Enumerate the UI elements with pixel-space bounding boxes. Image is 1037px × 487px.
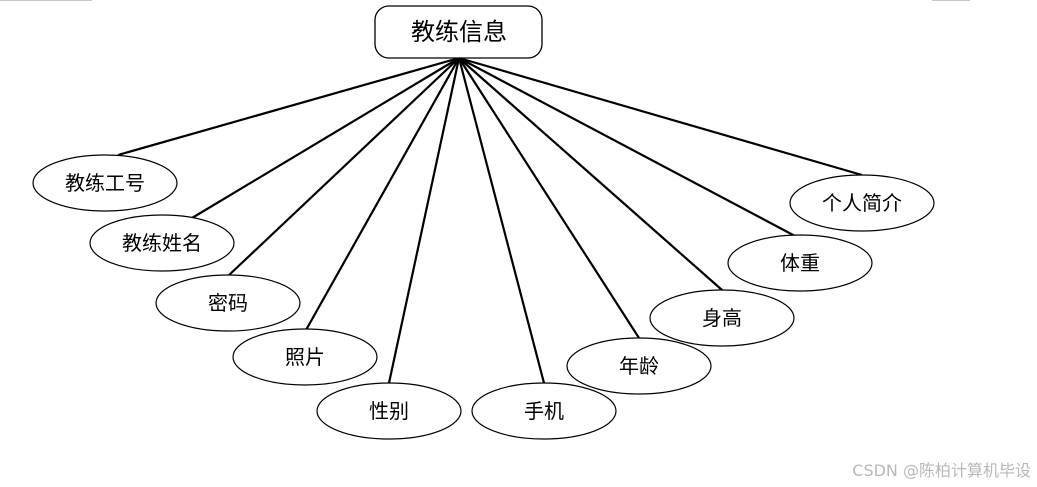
attribute-label: 照片	[285, 345, 325, 369]
attribute-label: 密码	[208, 291, 248, 315]
watermark: CSDN @陈柏计算机毕设	[852, 461, 1031, 480]
attribute-ellipse	[649, 289, 795, 347]
attribute-ellipse	[232, 328, 378, 386]
attribute-ellipse	[316, 382, 462, 440]
attribute-node: 密码	[155, 274, 301, 332]
attribute-node: 身高	[649, 289, 795, 347]
top-right-corner-mark	[932, 0, 970, 1]
attribute-label: 身高	[702, 306, 742, 330]
connector-line	[458, 56, 863, 177]
connector-line	[387, 57, 461, 384]
attribute-ellipse	[727, 234, 873, 292]
attribute-label: 教练工号	[65, 171, 145, 195]
connector-line	[191, 57, 460, 219]
attribute-ellipse	[566, 337, 712, 395]
attribute-label: 体重	[780, 251, 820, 275]
attribute-ellipse	[789, 174, 935, 232]
attribute-node: 个人简介	[789, 174, 935, 232]
attribute-node: 照片	[232, 328, 378, 386]
connector-lines	[117, 56, 863, 384]
connector-line	[457, 57, 546, 384]
attribute-ellipse	[471, 382, 617, 440]
attribute-ellipse	[89, 214, 235, 272]
attribute-node: 手机	[471, 382, 617, 440]
attribute-node: 体重	[727, 234, 873, 292]
attribute-node: 年龄	[566, 337, 712, 395]
connector-line	[227, 57, 460, 277]
attribute-node: 性别	[316, 382, 462, 440]
attribute-ellipse	[32, 154, 178, 212]
attribute-node: 教练工号	[32, 154, 178, 212]
connector-line	[305, 57, 460, 331]
attribute-ellipse	[155, 274, 301, 332]
top-left-corner-mark	[0, 0, 92, 1]
connector-line	[458, 57, 723, 291]
attribute-label: 性别	[369, 399, 409, 423]
entity-box	[374, 5, 543, 59]
entity-node: 教练信息	[374, 5, 543, 59]
connector-line	[117, 56, 460, 157]
entity-label: 教练信息	[411, 18, 507, 46]
connector-line	[458, 57, 640, 339]
connector-line	[458, 57, 796, 237]
attribute-label: 教练姓名	[122, 231, 202, 255]
attribute-label: 手机	[524, 399, 564, 423]
attribute-node: 教练姓名	[89, 214, 235, 272]
attribute-label: 年龄	[619, 354, 659, 378]
attribute-label: 个人简介	[822, 191, 902, 215]
